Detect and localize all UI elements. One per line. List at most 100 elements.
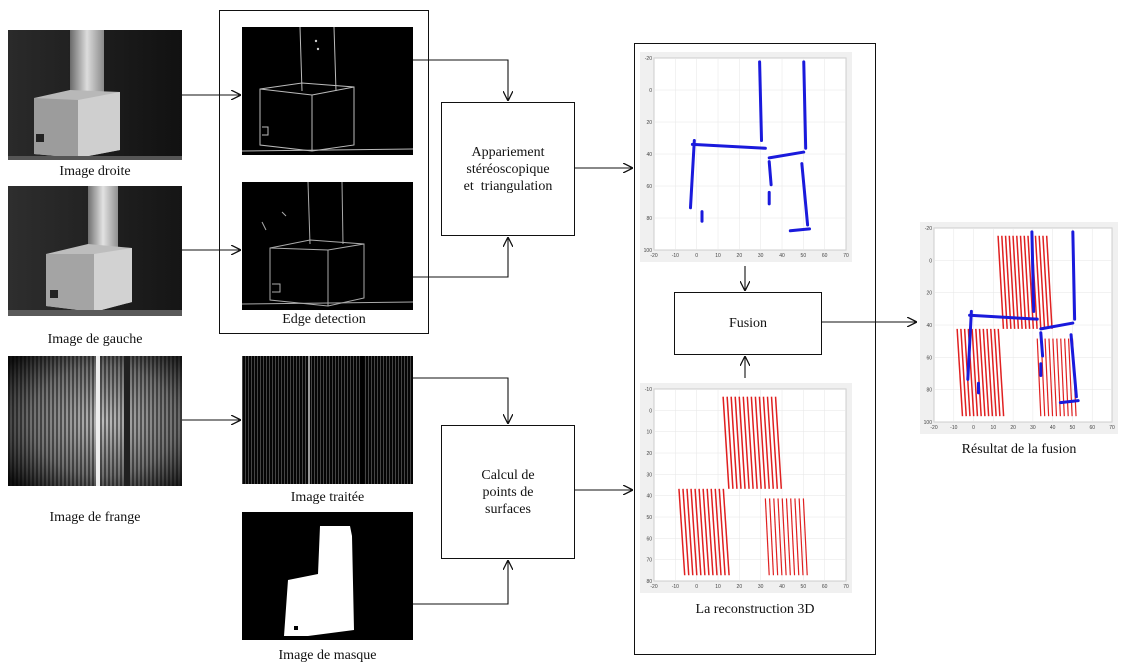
surface-stripe bbox=[734, 396, 742, 489]
fusion-surface-stripe bbox=[993, 328, 1001, 417]
surface-points-box: Calcul de points de surfaces bbox=[441, 425, 575, 559]
fusion-surface-stripe bbox=[1044, 338, 1050, 417]
mask-image-label: Image de masque bbox=[278, 648, 377, 663]
stereo-plot-y-tick: 20 bbox=[646, 120, 652, 126]
fusion-surface-stripe bbox=[1027, 235, 1035, 329]
fusion-plot-x-tick: 50 bbox=[1070, 425, 1076, 431]
surface-plot-y-tick: 60 bbox=[646, 536, 652, 542]
stereo-plot-x-tick: 60 bbox=[822, 253, 828, 259]
fusion-plot-y-tick: 40 bbox=[926, 323, 932, 329]
fusion-plot-y-tick: 60 bbox=[926, 355, 932, 361]
surface-stripe bbox=[682, 488, 690, 576]
fusion-surface-stripe bbox=[956, 328, 964, 417]
surface-stripe bbox=[710, 488, 718, 576]
surface-plot-y-tick: 50 bbox=[646, 515, 652, 521]
fusion-surface-stripe bbox=[1048, 338, 1054, 417]
reconstruction-label: La reconstruction 3D bbox=[695, 602, 815, 617]
stereo-edge-segment bbox=[688, 139, 696, 210]
fusion-plot-x-tick: 40 bbox=[1050, 425, 1056, 431]
surface-stripe bbox=[798, 498, 804, 576]
fusion-label: Fusion bbox=[728, 316, 768, 331]
fringe-image bbox=[8, 356, 182, 486]
surface-plot-x-tick: 70 bbox=[843, 584, 849, 590]
edge-detection-label: Edge detection bbox=[282, 312, 366, 327]
surface-stripe bbox=[773, 498, 779, 576]
surface-stripe bbox=[794, 498, 800, 576]
surface-stripe bbox=[770, 396, 779, 489]
surface-stripe bbox=[766, 396, 774, 489]
fusion-surface-stripe bbox=[990, 328, 997, 417]
surface-stripe bbox=[758, 396, 766, 489]
fusion-surface-stripe bbox=[1052, 338, 1058, 417]
surface-plot-x-tick: -10 bbox=[672, 584, 679, 590]
fusion-plot-x-tick: 20 bbox=[1010, 425, 1016, 431]
edge-image-left bbox=[242, 182, 413, 310]
fusion-surface-stripe bbox=[1008, 235, 1016, 329]
fusion-surface-stripe bbox=[1045, 235, 1053, 329]
surface-stripe bbox=[768, 498, 775, 576]
stereo-plot-y-tick: 40 bbox=[646, 152, 652, 158]
surface-plot-axes bbox=[653, 388, 847, 582]
surface-stripe bbox=[785, 498, 791, 576]
stereo-edge-segment bbox=[800, 162, 810, 227]
left-image-label: Image de gauche bbox=[47, 332, 143, 347]
surface-plot-x-tick: 10 bbox=[715, 584, 721, 590]
fusion-plot-x-tick: 0 bbox=[972, 425, 975, 431]
stereo-plot-x-tick: 70 bbox=[843, 253, 849, 259]
arrow-processed-to-surface bbox=[413, 377, 508, 423]
surface-plot-y-tick: -10 bbox=[645, 387, 652, 393]
fusion-plot-x-tick: -20 bbox=[930, 425, 937, 431]
stereo-plot-x-tick: 10 bbox=[715, 253, 721, 259]
fusion-surface-stripe bbox=[960, 328, 967, 417]
surface-stripe bbox=[702, 488, 710, 576]
surface-stripe bbox=[730, 396, 738, 489]
surface-stripe bbox=[762, 396, 770, 489]
fusion-surface-stripe bbox=[1004, 235, 1012, 329]
surface-stripe bbox=[754, 396, 762, 489]
surface-plot-y-tick: 30 bbox=[646, 472, 652, 478]
surface-stripe bbox=[686, 488, 694, 576]
fusion-surface-stripe bbox=[975, 328, 982, 417]
fusion-edge-segment bbox=[968, 313, 1039, 321]
fusion-plot-y-tick: 20 bbox=[926, 291, 932, 297]
fusion-plot-y-tick: 100 bbox=[924, 420, 933, 426]
surface-plot-x-tick: 0 bbox=[695, 584, 698, 590]
mask-image bbox=[242, 512, 413, 640]
arrow-mask-to-surface bbox=[413, 561, 508, 605]
right-image-label: Image droite bbox=[59, 164, 131, 179]
surface-stripe bbox=[718, 488, 726, 576]
fusion-plot-x-tick: 10 bbox=[991, 425, 997, 431]
edge-image-right bbox=[242, 27, 413, 155]
surface-plot-x-tick: 60 bbox=[822, 584, 828, 590]
surface-stripe bbox=[690, 488, 698, 576]
fusion-result-label: Résultat de la fusion bbox=[961, 442, 1077, 457]
surface-stripe bbox=[698, 488, 706, 576]
fusion-surface-stripe bbox=[1042, 235, 1050, 329]
surface-plot-y-tick: 0 bbox=[649, 408, 652, 414]
fusion-box: Fusion bbox=[674, 292, 822, 355]
fusion-edge-segment bbox=[1039, 321, 1075, 331]
stereo-plot-x-tick: 0 bbox=[695, 253, 698, 259]
fringe-image-label: Image de frange bbox=[49, 510, 141, 525]
fusion-surface-stripe bbox=[1034, 235, 1042, 329]
surface-plot-x-tick: 40 bbox=[779, 584, 785, 590]
stereo-plot-x-tick: 50 bbox=[801, 253, 807, 259]
surface-stripe bbox=[738, 396, 746, 489]
fusion-surface-stripe bbox=[997, 235, 1005, 329]
fusion-surface-stripe bbox=[971, 328, 979, 417]
processed-image-label: Image traitée bbox=[290, 490, 365, 505]
fusion-surface-stripe bbox=[978, 328, 986, 417]
stereo-plot-y-tick: -20 bbox=[645, 56, 652, 62]
fusion-plot-y-tick: -20 bbox=[925, 226, 932, 232]
surface-stripe bbox=[706, 488, 714, 576]
surface-stripe bbox=[726, 396, 734, 489]
stereo-plot-x-tick: -20 bbox=[650, 253, 657, 259]
stereo-plot-y-tick: 60 bbox=[646, 184, 652, 190]
surface-plot-y-tick: 20 bbox=[646, 451, 652, 457]
fusion-surface-stripe bbox=[1038, 235, 1046, 329]
stereo-plot-y-tick: 0 bbox=[649, 88, 652, 94]
stereo-plot-y-tick: 100 bbox=[644, 248, 653, 254]
